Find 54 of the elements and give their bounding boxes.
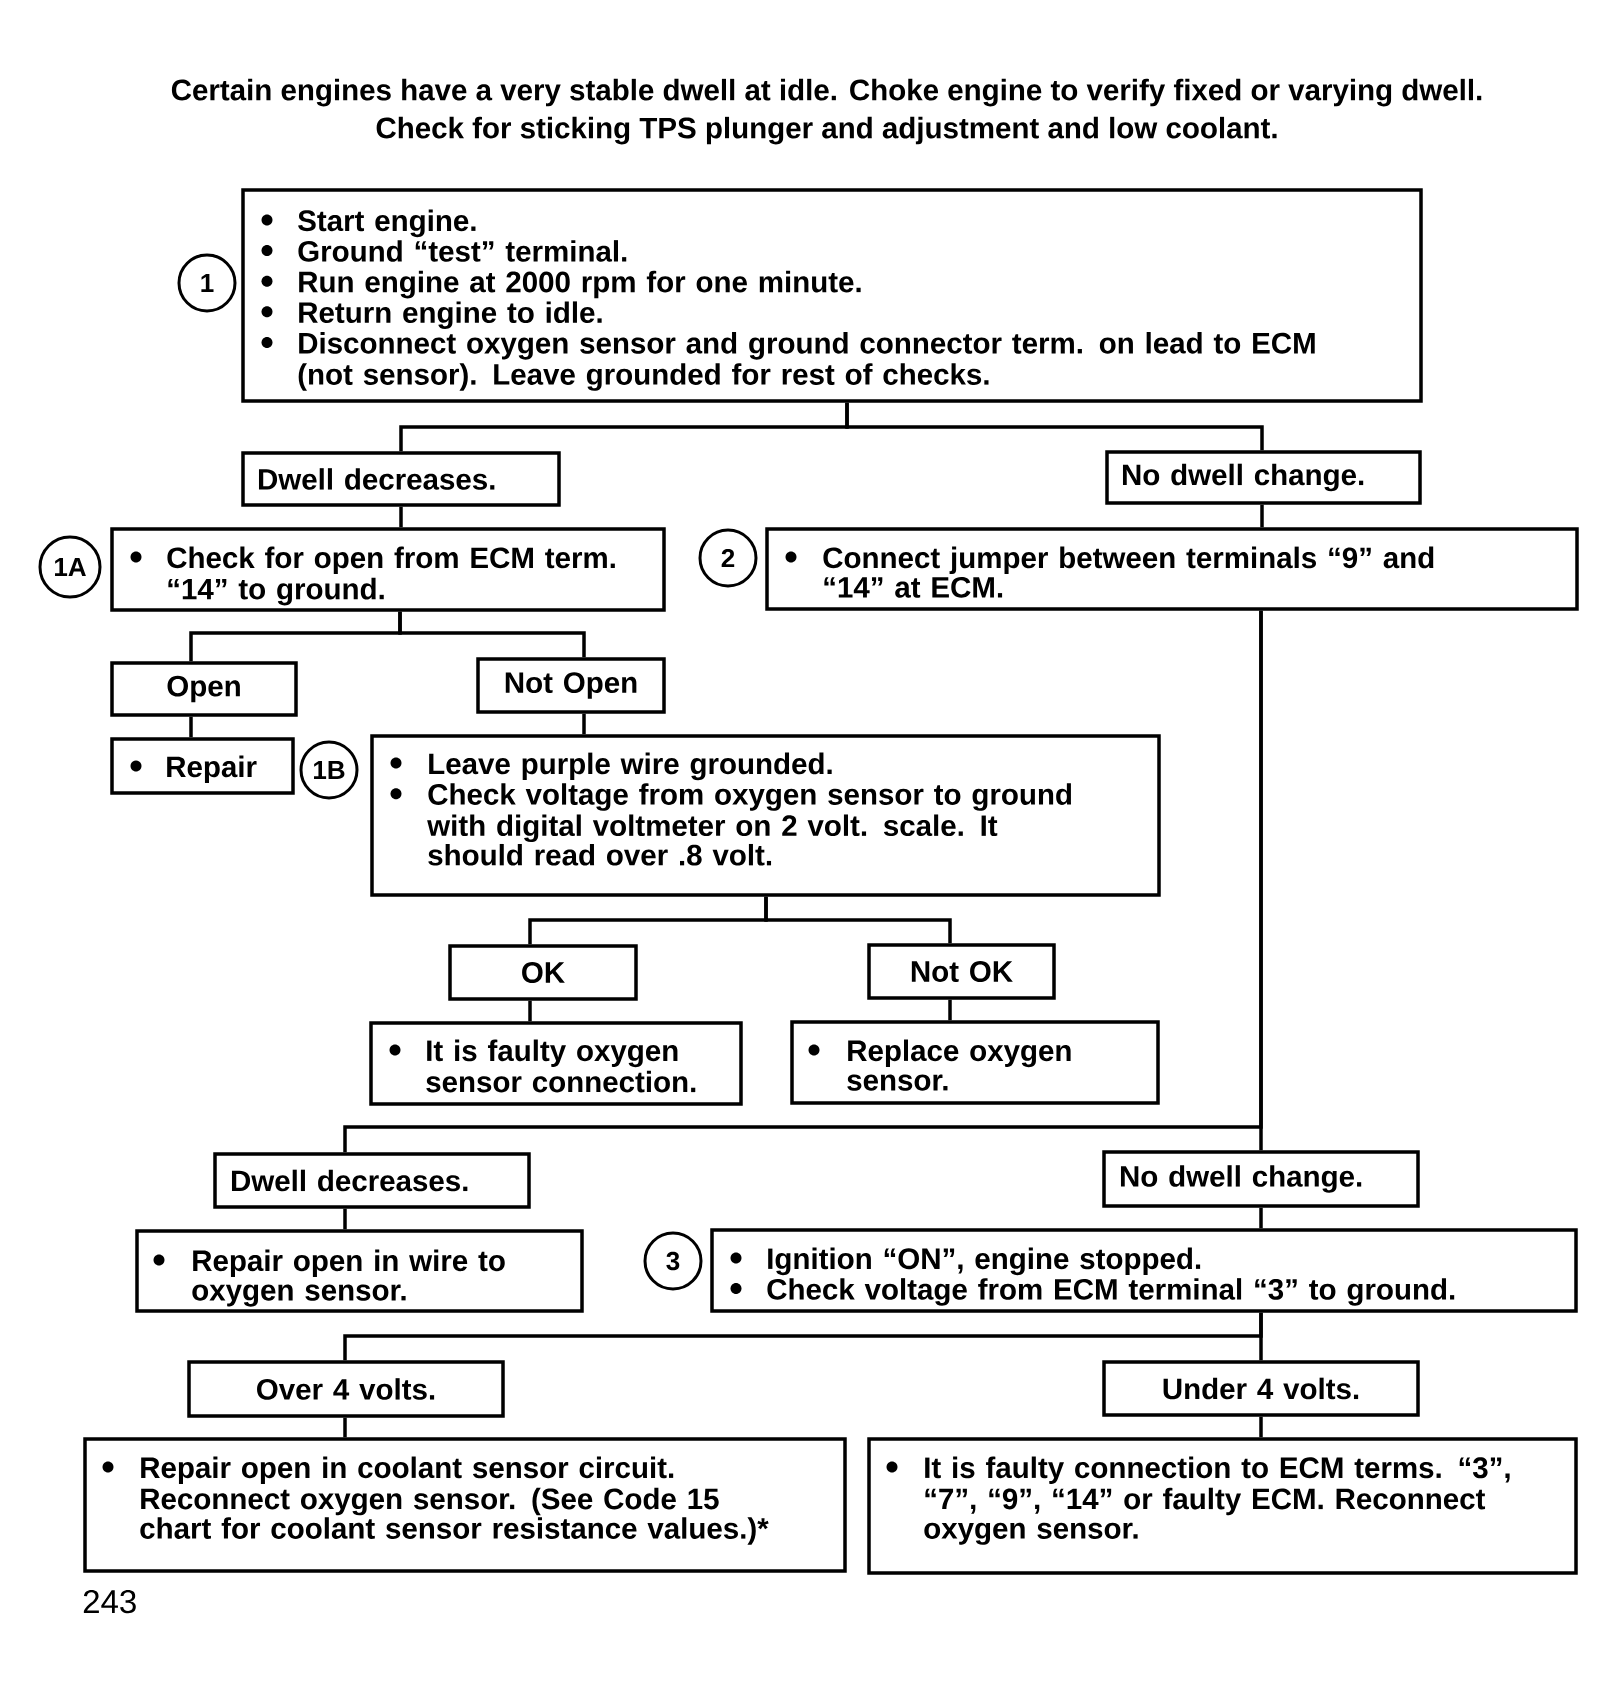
condition-box: Under 4 volts. bbox=[1102, 1360, 1420, 1417]
heading: Certain engines have a very stable dwell at idle. Choke engine to verify fixed or varying dwell. Check for sticking TPS plunger and adjustment and low coolant. bbox=[171, 78, 1482, 145]
condition-box: Not OK bbox=[867, 943, 1056, 1000]
condition-box: No dwell change. bbox=[1105, 450, 1422, 505]
step-number: 1B bbox=[299, 740, 359, 800]
connector-line bbox=[1259, 610, 1263, 1151]
step-text: Start engine. bbox=[298, 209, 476, 238]
connector-line bbox=[948, 999, 952, 1021]
step-number: 1A bbox=[38, 535, 102, 599]
connector-line bbox=[1260, 504, 1264, 528]
step-text: It is faulty oxygen sensor connection. bbox=[426, 1039, 696, 1093]
step-text: Check for open from ECM term. “14” to ground. bbox=[167, 546, 615, 606]
step-box bbox=[135, 1229, 584, 1313]
condition-box: Over 4 volts. bbox=[187, 1360, 505, 1418]
connector-line bbox=[398, 611, 586, 658]
step-number: 2 bbox=[698, 528, 758, 588]
step-text: Repair open in wire to oxygen sensor. bbox=[192, 1249, 505, 1307]
connector-line bbox=[343, 1417, 347, 1438]
step-box bbox=[790, 1020, 1160, 1105]
connector-line bbox=[1259, 1207, 1263, 1229]
step-number: 3 bbox=[643, 1231, 703, 1291]
step-text: Repair open in coolant sensor circuit. Reconnect oxygen sensor. (See Code 15 chart for coolant sensor resistance values.)* bbox=[140, 1456, 769, 1545]
condition-box: No dwell change. bbox=[1102, 1150, 1420, 1208]
connector-line bbox=[343, 1208, 347, 1230]
connector-line bbox=[399, 506, 403, 528]
step-text: Leave purple wire grounded. bbox=[429, 752, 832, 781]
connector-line bbox=[582, 713, 586, 735]
step-text: Ignition “ON”, engine stopped. bbox=[768, 1247, 1201, 1276]
step-text: Ground “test” terminal. bbox=[298, 240, 627, 262]
step-text: Disconnect oxygen sensor and ground connector term. on lead to ECM (not sensor). Leave grounded for rest of checks. bbox=[298, 332, 1315, 391]
step-text: It is faulty connection to ECM terms. “3”, “7”, “9”, “14” or faulty ECM. Reconnect oxygen sensor. bbox=[924, 1456, 1510, 1545]
connector-line bbox=[1259, 1416, 1263, 1438]
condition-box: Dwell decreases. bbox=[213, 1152, 531, 1209]
connector-line bbox=[189, 716, 193, 738]
step-text: Replace oxygen sensor. bbox=[847, 1039, 1071, 1091]
condition-box: Dwell decreases. bbox=[241, 451, 561, 507]
connector-line bbox=[1259, 1312, 1263, 1361]
step-text: Repair bbox=[167, 755, 257, 784]
step-box bbox=[83, 1437, 847, 1573]
step-text: Return engine to idle. bbox=[299, 301, 602, 329]
connector-line bbox=[764, 896, 952, 944]
step-box bbox=[110, 737, 295, 795]
step-text: Run engine at 2000 rpm for one minute. bbox=[299, 270, 861, 299]
step-text: Check voltage from oxygen sensor to ground with digital voltmeter on 2 volt. scale. It should read over .8 volt. bbox=[427, 783, 1072, 866]
condition-box: OK bbox=[448, 944, 638, 1001]
step-box bbox=[369, 1021, 743, 1106]
condition-box: Open bbox=[110, 661, 298, 717]
step-text: Connect jumper between terminals “9” and “14” at ECM. bbox=[823, 546, 1434, 598]
step-box bbox=[867, 1437, 1578, 1575]
condition-box: Not Open bbox=[476, 657, 666, 714]
step-number: 1 bbox=[177, 253, 237, 313]
connector-line bbox=[528, 1000, 532, 1022]
step-text: Check voltage from ECM terminal “3” to ground. bbox=[767, 1278, 1455, 1306]
connector-line bbox=[845, 402, 1264, 451]
